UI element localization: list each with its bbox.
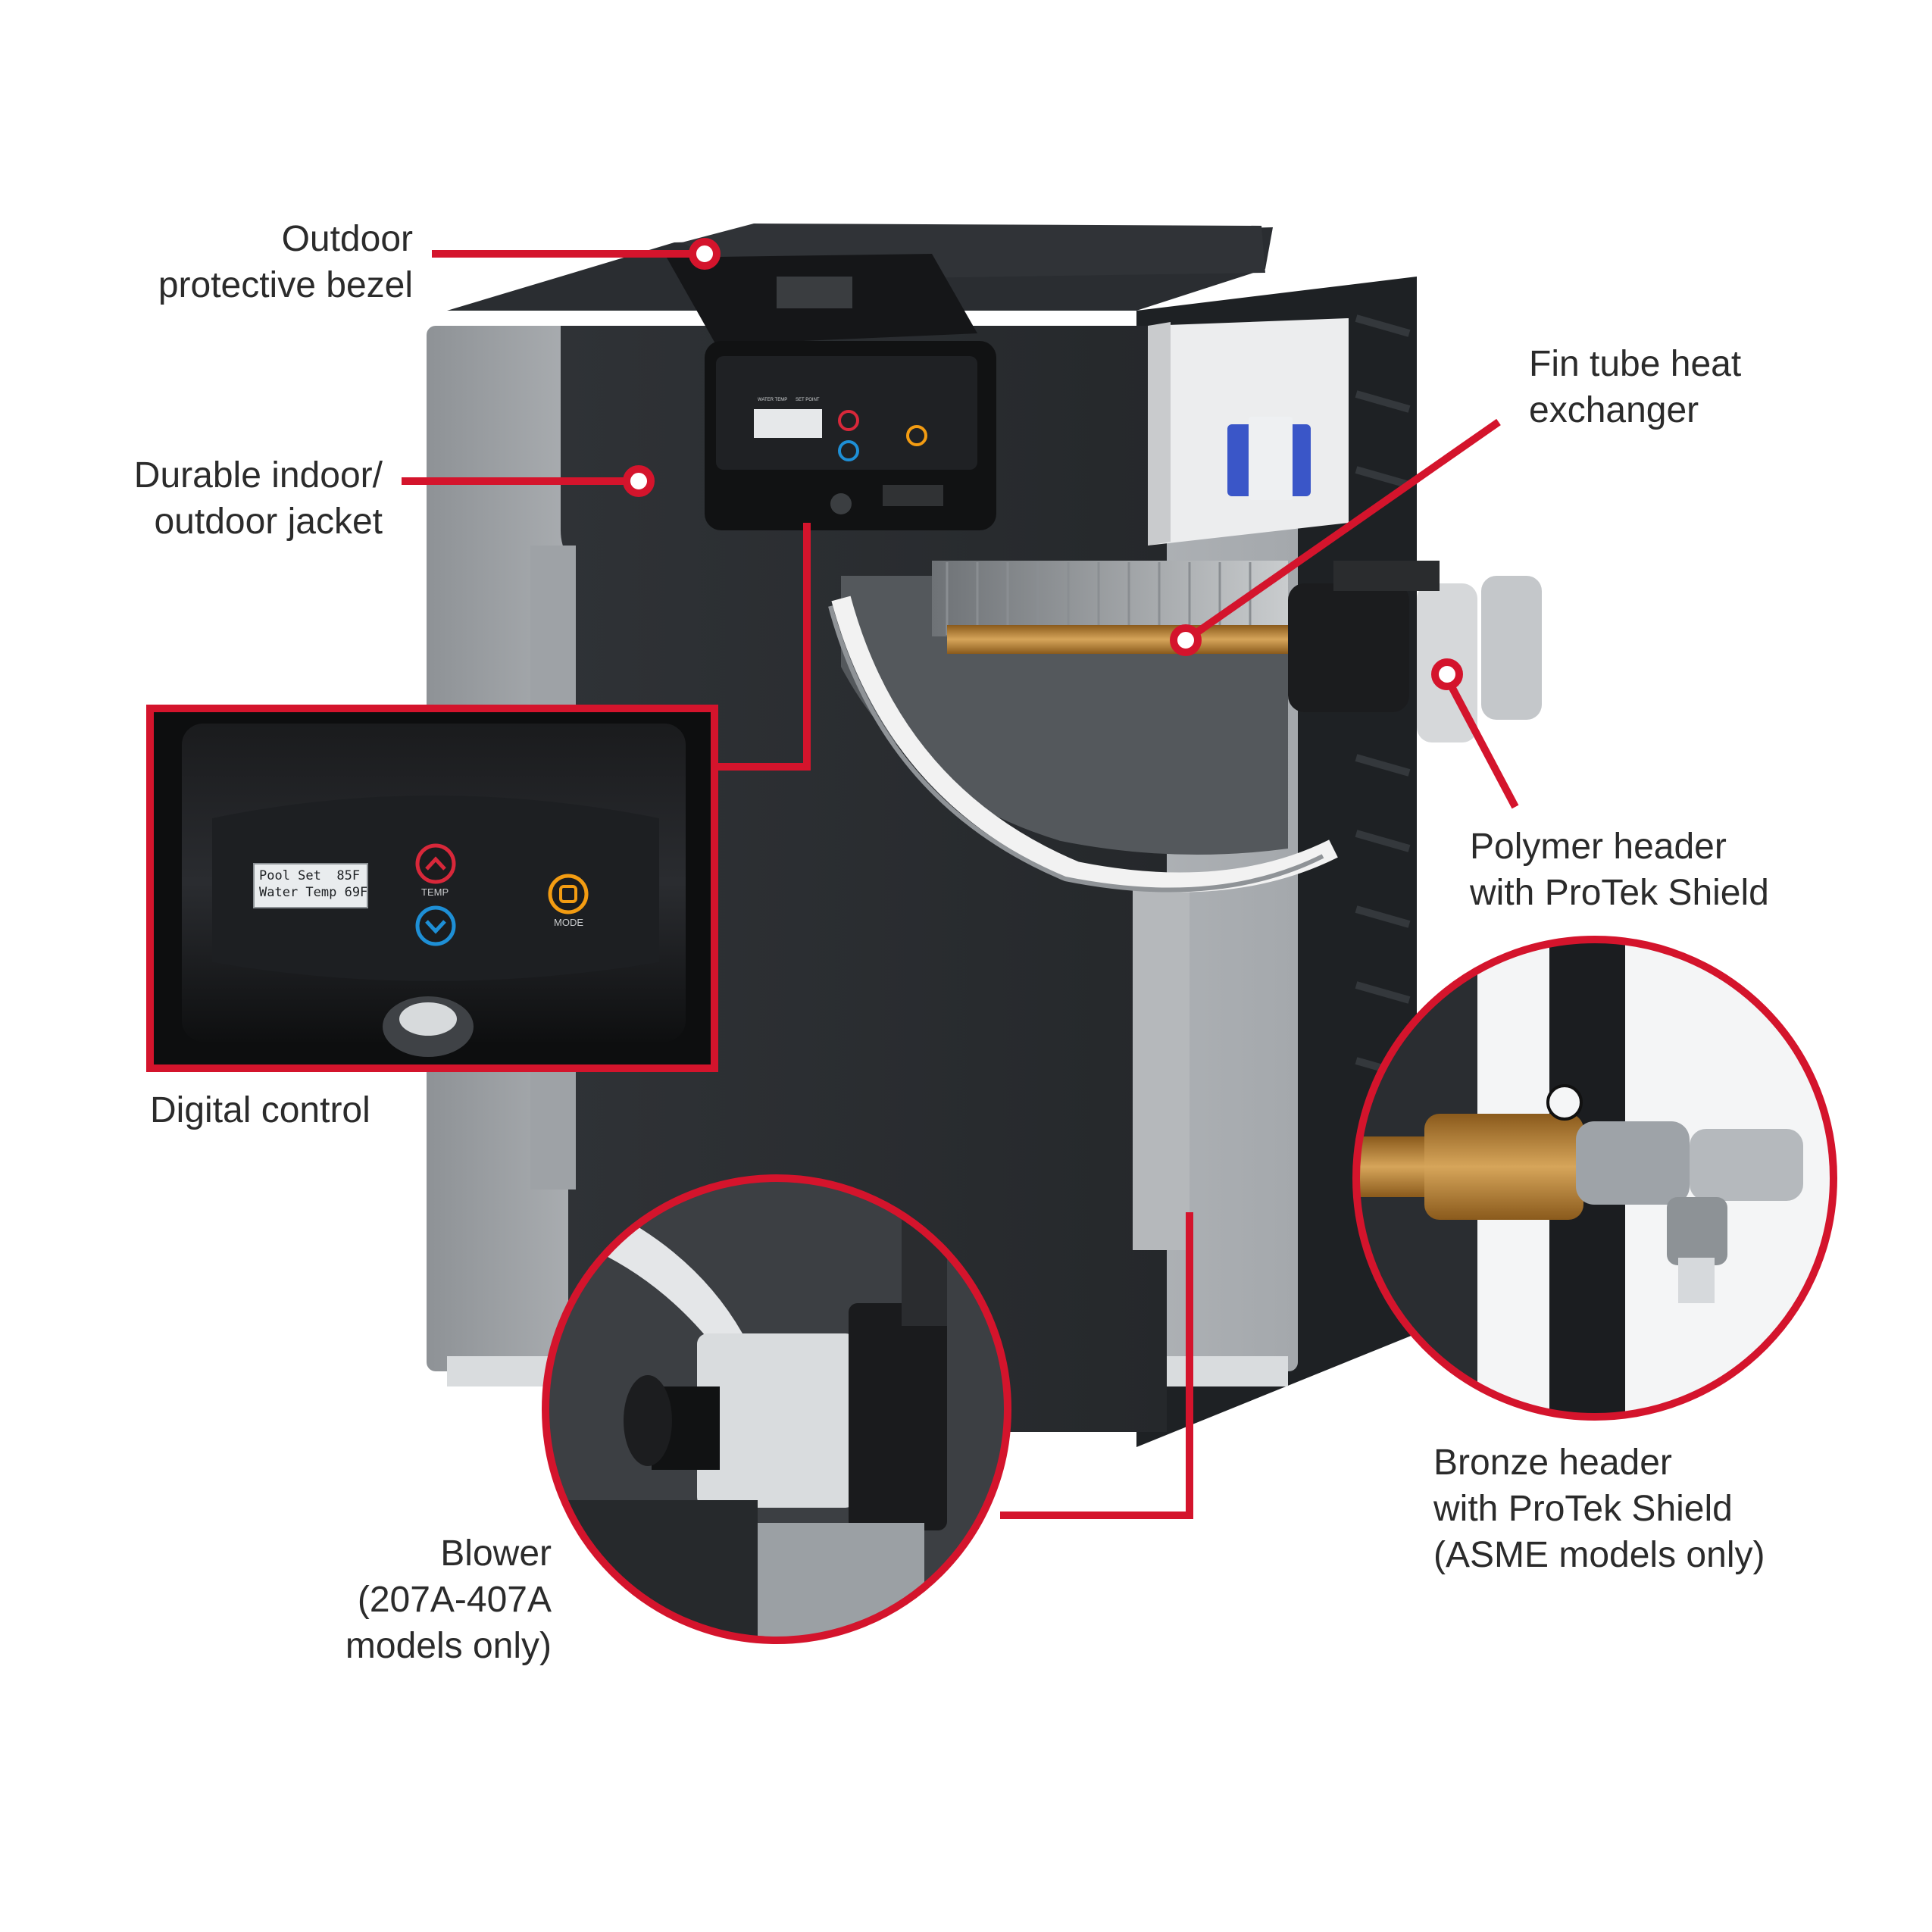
label-jacket: Durable indoor/ outdoor jacket (134, 452, 383, 545)
label-bronze-header-line3: (ASME models only) (1433, 1535, 1765, 1575)
chevron-up-icon (425, 856, 446, 871)
lcd-line-2: Water Temp 69F (259, 885, 368, 900)
lcd-line-1: Pool Set 85F (259, 868, 361, 883)
label-blower-line2: (207A-407A (357, 1580, 552, 1620)
label-bronze-header-line2: with ProTek Shield (1433, 1489, 1733, 1529)
label-polymer-header-line2: with ProTek Shield (1470, 873, 1769, 913)
cutaway-internals (828, 318, 1542, 893)
mode-button[interactable] (548, 874, 589, 914)
label-bezel-line2: protective bezel (158, 265, 413, 305)
temp-down-button[interactable] (415, 905, 456, 946)
mode-icon (559, 885, 577, 903)
heater-control-bezel (667, 254, 996, 530)
label-bronze-header-line1: Bronze header (1433, 1443, 1672, 1483)
label-jacket-line1: Durable indoor/ (133, 455, 383, 496)
label-bronze-header: Bronze header with ProTek Shield (ASME m… (1433, 1440, 1765, 1578)
fin-tube-heat-exchanger (932, 561, 1288, 636)
mode-label: MODE (554, 917, 583, 928)
label-jacket-line2: outdoor jacket (154, 502, 383, 542)
bronze-header-inset (1352, 936, 1837, 1421)
label-polymer-header: Polymer header with ProTek Shield (1470, 824, 1769, 916)
label-digital-control-line1: Digital control (150, 1090, 370, 1130)
label-heat-exchanger-line1: Fin tube heat (1529, 344, 1742, 384)
small-water-temp-label: WATER TEMP (758, 398, 788, 402)
small-set-point-label: SET POINT (796, 398, 820, 402)
callout-lines (402, 250, 1519, 1519)
chevron-down-icon (425, 920, 446, 934)
blower-inset (542, 1174, 1011, 1644)
label-digital-control: Digital control (150, 1087, 370, 1133)
label-blower-line3: models only) (345, 1626, 552, 1666)
temp-up-button[interactable] (415, 843, 456, 884)
bronze-header (1424, 1114, 1583, 1220)
temp-label: TEMP (421, 886, 449, 898)
label-bezel: Outdoor protective bezel (158, 216, 413, 308)
lcd-screen (253, 863, 368, 908)
digital-control-inset (146, 705, 718, 1072)
label-blower: Blower (207A-407A models only) (345, 1530, 552, 1669)
label-heat-exchanger-line2: exchanger (1529, 390, 1699, 430)
callout-dots (623, 238, 1463, 690)
polymer-header (1288, 583, 1409, 712)
label-polymer-header-line1: Polymer header (1470, 827, 1727, 867)
label-heat-exchanger: Fin tube heat exchanger (1529, 341, 1741, 433)
label-bezel-line1: Outdoor (281, 219, 413, 259)
label-blower-line1: Blower (440, 1533, 552, 1574)
